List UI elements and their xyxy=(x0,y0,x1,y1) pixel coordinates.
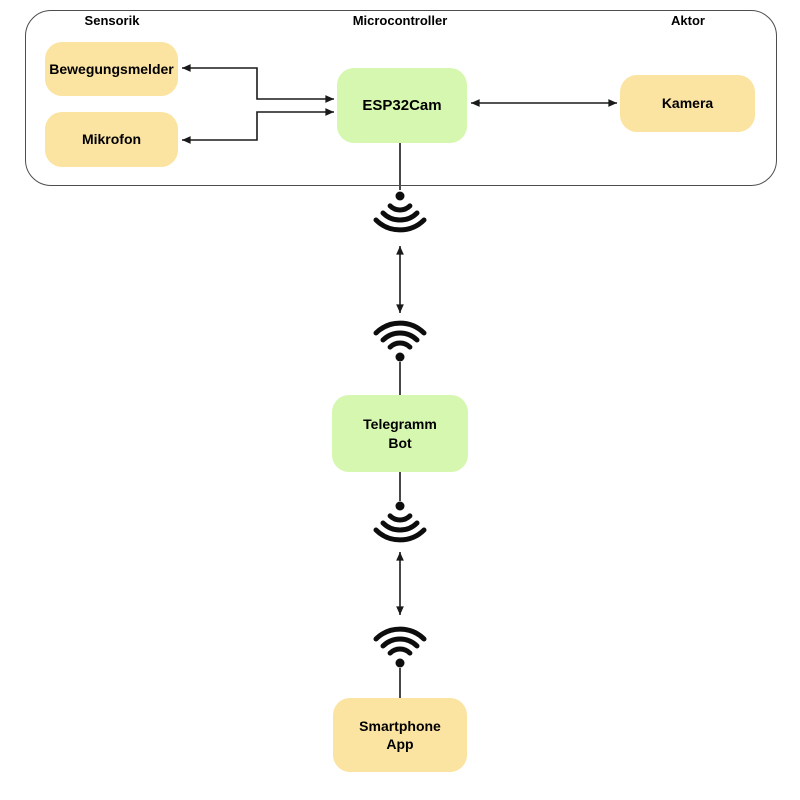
node-esp32cam-label: ESP32Cam xyxy=(362,96,442,114)
node-bewegungsmelder: Bewegungsmelder xyxy=(45,42,178,96)
wifi-icon xyxy=(373,320,427,362)
node-bewegungsmelder-label: Bewegungsmelder xyxy=(49,60,174,77)
node-smartphone-app-label: Smartphone App xyxy=(359,717,441,752)
wifi-icon xyxy=(373,501,427,543)
section-label-sensorik: Sensorik xyxy=(84,13,140,28)
section-label-microcontroller: Microcontroller xyxy=(352,13,448,28)
node-telegramm-bot-label: Telegramm Bot xyxy=(363,416,437,451)
wifi-icon xyxy=(373,626,427,668)
node-esp32cam: ESP32Cam xyxy=(337,68,467,143)
hardware-group-frame xyxy=(25,10,777,186)
section-label-aktor: Aktor xyxy=(671,13,705,28)
wifi-icon xyxy=(373,191,427,233)
node-kamera: Kamera xyxy=(620,75,755,132)
node-mikrofon: Mikrofon xyxy=(45,112,178,167)
node-telegramm-bot: Telegramm Bot xyxy=(332,395,468,472)
node-kamera-label: Kamera xyxy=(661,95,714,112)
node-mikrofon-label: Mikrofon xyxy=(81,131,142,148)
node-smartphone-app: Smartphone App xyxy=(333,698,467,772)
